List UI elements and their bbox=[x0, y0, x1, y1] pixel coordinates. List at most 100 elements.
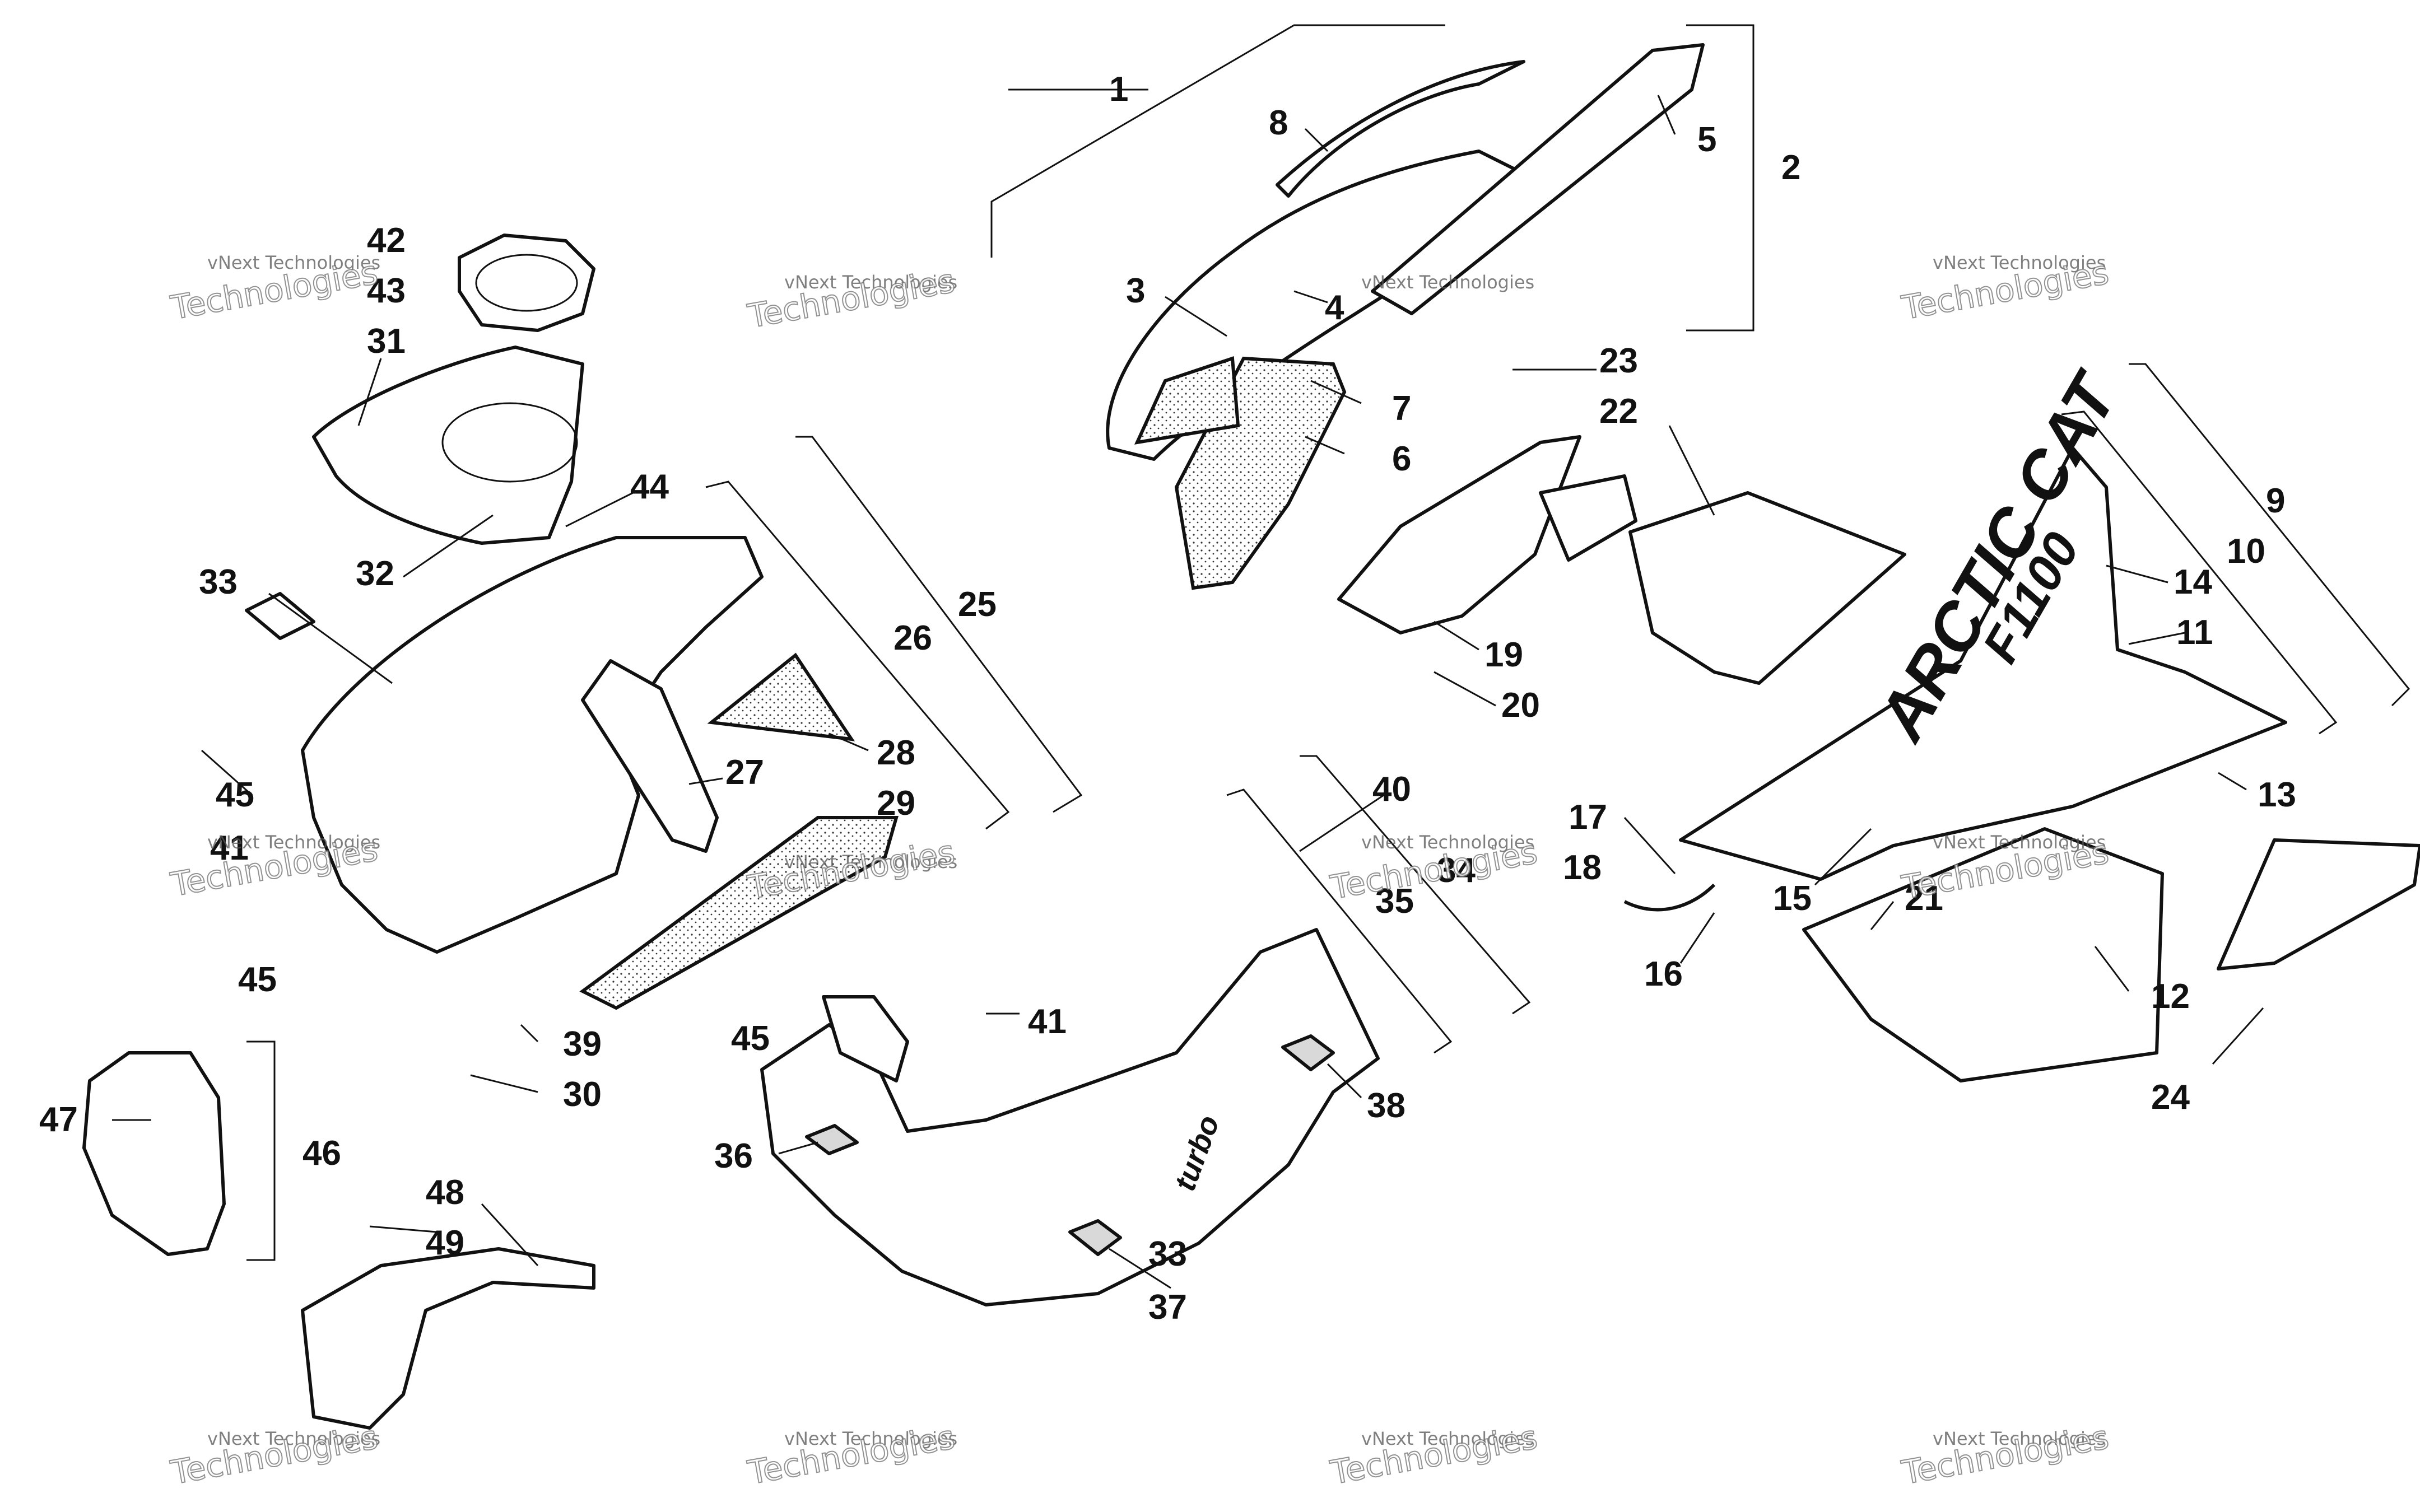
bracket-26 bbox=[705, 480, 1010, 830]
side-panel-part-9 bbox=[1679, 446, 2287, 881]
callout-3: 3 bbox=[1126, 272, 1145, 310]
bracket-2 bbox=[1686, 24, 1755, 332]
ring-part-42 bbox=[458, 234, 595, 332]
shroud-part-19 bbox=[1337, 435, 1581, 634]
watermark-text: vNext Technologies bbox=[1361, 832, 1534, 853]
callout-44: 44 bbox=[630, 468, 669, 506]
decal-part-37 bbox=[1068, 1219, 1122, 1256]
hood-assembly bbox=[990, 24, 1755, 590]
bracket-1 bbox=[990, 24, 1445, 258]
leader-19 bbox=[1434, 620, 1479, 651]
leader-28 bbox=[829, 732, 869, 752]
windshield-part-8 bbox=[1276, 60, 1525, 198]
leader-30 bbox=[470, 1074, 538, 1093]
callout-22: 22 bbox=[1599, 392, 1638, 431]
callout-2: 2 bbox=[1781, 148, 1800, 187]
side-panel-assembly bbox=[760, 755, 1531, 1306]
bracket-10 bbox=[2061, 410, 2338, 735]
trim-strip-part-5 bbox=[1371, 43, 1705, 315]
callout-39: 39 bbox=[563, 1025, 602, 1063]
callout-35: 35 bbox=[1375, 882, 1414, 921]
bracket-part-45 bbox=[822, 995, 909, 1082]
watermark-text: vNext Technologies bbox=[1361, 272, 1534, 293]
callout-32: 32 bbox=[356, 554, 394, 593]
belly-pan-part-26 bbox=[301, 536, 764, 954]
panel-part-47 bbox=[82, 1051, 226, 1256]
callout-18: 18 bbox=[1563, 848, 1602, 887]
leader-44 bbox=[565, 492, 634, 528]
leader-17 bbox=[1623, 816, 1676, 875]
callout-26: 26 bbox=[893, 619, 932, 657]
callout-11: 11 bbox=[2176, 613, 2213, 652]
leader-11 bbox=[2128, 632, 2185, 645]
belly-pan-assembly bbox=[245, 436, 1083, 1010]
label-part-33 bbox=[245, 592, 315, 640]
bracket-34 bbox=[1300, 755, 1531, 1015]
callout-4: 4 bbox=[1325, 288, 1344, 327]
bracket-25 bbox=[795, 436, 1083, 813]
callout-1: 1 bbox=[1109, 70, 1128, 109]
shroud-fin bbox=[1539, 474, 1637, 562]
callout-6: 6 bbox=[1392, 440, 1411, 478]
decal-part-38 bbox=[1281, 1034, 1335, 1071]
callout-29: 29 bbox=[877, 784, 915, 823]
callout-30: 30 bbox=[563, 1075, 602, 1114]
watermark-text: vNext Technologies bbox=[784, 272, 957, 293]
leader-21 bbox=[1870, 901, 1895, 930]
lower-left-parts bbox=[82, 1040, 595, 1430]
callout-13: 13 bbox=[2258, 776, 2296, 814]
bracket-9 bbox=[2129, 363, 2410, 707]
callout-9: 9 bbox=[2266, 482, 2285, 520]
leader-45a bbox=[201, 749, 253, 796]
leader-32 bbox=[403, 514, 494, 578]
leader-36 bbox=[778, 1141, 818, 1155]
callout-24: 24 bbox=[2151, 1078, 2190, 1117]
vent-assembly bbox=[312, 234, 595, 545]
callout-45-left: 45 bbox=[216, 776, 254, 814]
side-panel-part-34 bbox=[760, 928, 1380, 1306]
leader-5 bbox=[1657, 95, 1676, 135]
callout-23: 23 bbox=[1599, 342, 1638, 380]
bracket-part-27 bbox=[581, 659, 719, 853]
foam-pad-part-3 bbox=[1134, 356, 1240, 445]
leader-6 bbox=[1305, 436, 1345, 455]
callout-16: 16 bbox=[1644, 955, 1683, 993]
leader-49 bbox=[369, 1225, 438, 1233]
callout-33-bottom: 33 bbox=[1148, 1235, 1187, 1273]
leader-38 bbox=[1327, 1063, 1362, 1099]
leader-20 bbox=[1434, 671, 1496, 707]
watermark-text: vNext Technologies bbox=[1933, 1428, 2106, 1449]
leader-48 bbox=[481, 1203, 539, 1267]
callout-labels: 1 2 3 4 5 6 7 8 9 10 11 12 13 14 15 16 1… bbox=[39, 70, 2296, 1327]
leader-33a bbox=[268, 592, 393, 684]
callout-15: 15 bbox=[1773, 879, 1812, 918]
leader-27 bbox=[688, 777, 723, 785]
leader-8 bbox=[1304, 128, 1329, 152]
callout-17: 17 bbox=[1569, 798, 1607, 837]
callout-28: 28 bbox=[877, 734, 915, 772]
callout-25: 25 bbox=[958, 585, 997, 624]
watermark-text: vNext Technologies bbox=[207, 1428, 380, 1449]
bracket-46 bbox=[246, 1040, 276, 1261]
callout-5: 5 bbox=[1697, 120, 1716, 159]
panel-part-31 bbox=[312, 346, 584, 545]
right-side-assembly: ARCTIC CAT F1100 turbo bbox=[1168, 359, 2420, 1195]
duct-part-48 bbox=[301, 1247, 595, 1430]
watermark-text: vNext Technologies bbox=[784, 851, 957, 872]
watermark-text: vNext Technologies bbox=[207, 252, 380, 273]
callout-47: 47 bbox=[39, 1100, 78, 1139]
callout-48: 48 bbox=[426, 1173, 464, 1212]
watermark-text: vNext Technologies bbox=[1933, 832, 2106, 853]
callout-37: 37 bbox=[1148, 1288, 1187, 1327]
duct-part-22 bbox=[1628, 491, 1906, 685]
callout-31: 31 bbox=[367, 322, 406, 361]
frame-part-24 bbox=[2217, 838, 2420, 970]
leader-lines bbox=[112, 95, 2264, 1289]
leader-16 bbox=[1679, 912, 1715, 964]
decal-part-36 bbox=[805, 1124, 859, 1155]
callout-19: 19 bbox=[1484, 636, 1523, 674]
callout-33-left: 33 bbox=[199, 563, 238, 601]
callout-10: 10 bbox=[2227, 532, 2265, 571]
callout-36: 36 bbox=[714, 1137, 753, 1175]
